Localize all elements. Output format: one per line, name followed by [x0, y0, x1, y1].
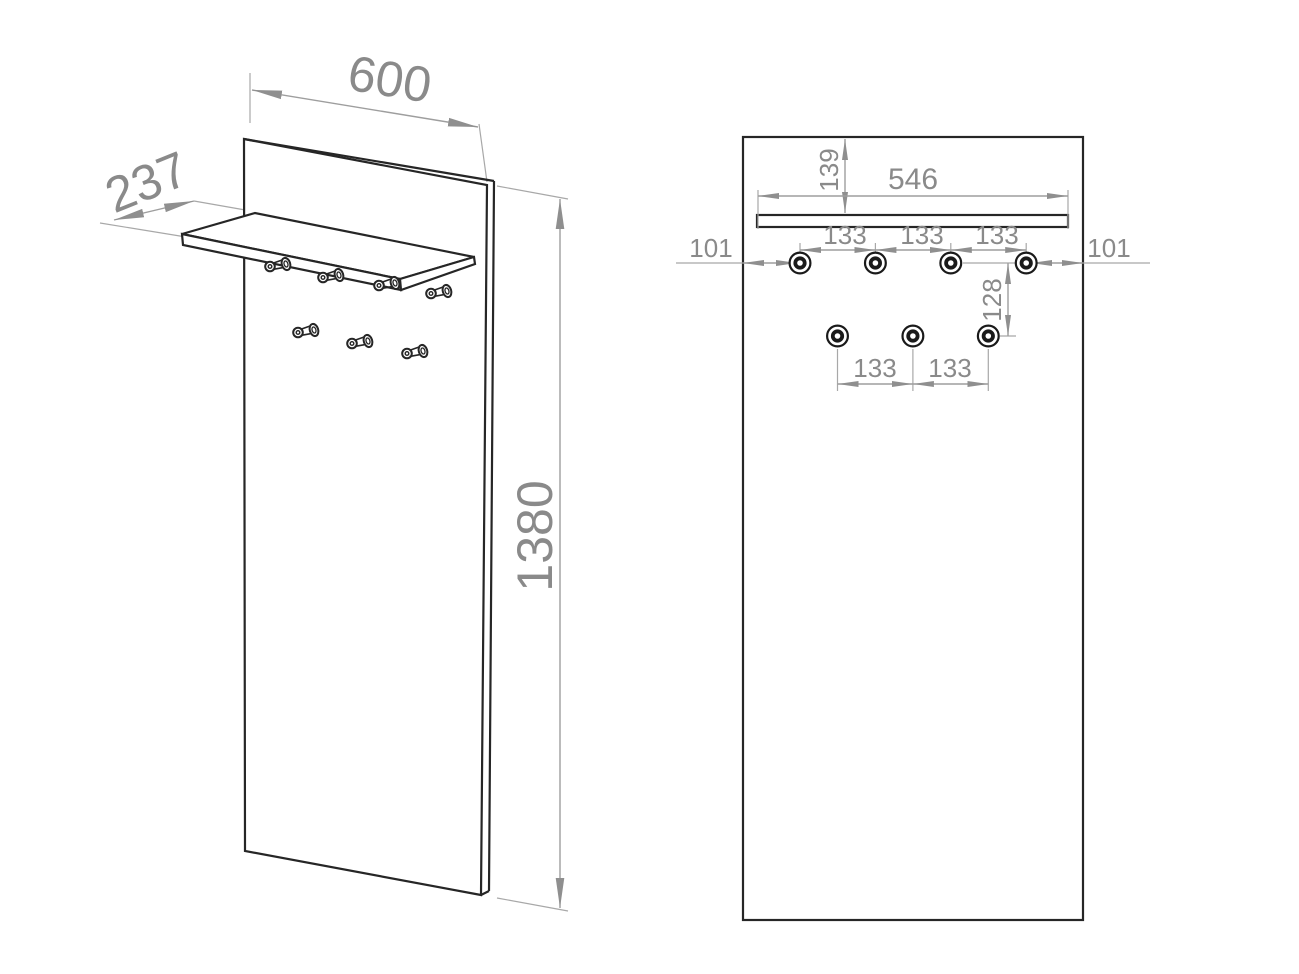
dim-237-label: 237 — [97, 141, 195, 224]
dim-101-left-label: 101 — [689, 233, 732, 263]
dim-237-extension-front — [99, 222, 187, 238]
dim-101-left: 101 — [676, 233, 797, 266]
shelf-perspective — [180, 211, 477, 292]
dim-1380-extension-bottom — [496, 897, 569, 912]
dim-139-label: 139 — [814, 148, 844, 191]
shelf-end-face — [398, 255, 477, 292]
coat-hook — [939, 251, 963, 275]
coat-hook — [788, 251, 812, 275]
dim-546: 546 — [757, 163, 1069, 229]
side-perspective-view: 600 237 1380 — [97, 45, 569, 912]
dim-139: 139 — [814, 139, 848, 213]
dim-546-label: 546 — [888, 163, 938, 196]
dim-101-right-label: 101 — [1087, 233, 1130, 263]
coat-hook — [901, 324, 925, 348]
coat-hook — [1014, 251, 1038, 275]
front-view: 139 546 101 101 133 133 133 — [676, 135, 1150, 922]
dim-1380-label: 1380 — [507, 480, 563, 591]
dim-133-bottom-label-1: 133 — [853, 353, 896, 383]
dim-1380-extension-top — [496, 185, 569, 200]
panel-edge-thickness — [243, 137, 496, 896]
coat-hook — [976, 324, 1000, 348]
dim-237-extension-back — [193, 200, 252, 212]
dim-600-extension-right — [478, 123, 488, 183]
coat-hook — [863, 251, 887, 275]
dim-133-top-label-1: 133 — [823, 220, 866, 250]
coat-hook — [825, 324, 850, 348]
dim-128-label: 128 — [977, 278, 1007, 321]
dim-133-bottom-chain: 133 133 — [836, 349, 989, 391]
dim-101-right: 101 — [1031, 233, 1150, 266]
dim-128: 128 — [963, 262, 1016, 337]
dim-1380: 1380 — [496, 185, 569, 912]
dim-133-top-label-2: 133 — [900, 220, 943, 250]
dim-600: 600 — [249, 45, 488, 183]
dim-600-label: 600 — [344, 45, 435, 114]
dim-133-bottom-label-2: 133 — [928, 353, 971, 383]
dim-133-top-chain: 133 133 133 — [799, 220, 1027, 258]
dim-237-line — [113, 200, 195, 221]
dim-600-line — [251, 89, 479, 128]
dim-133-top-label-3: 133 — [975, 220, 1018, 250]
